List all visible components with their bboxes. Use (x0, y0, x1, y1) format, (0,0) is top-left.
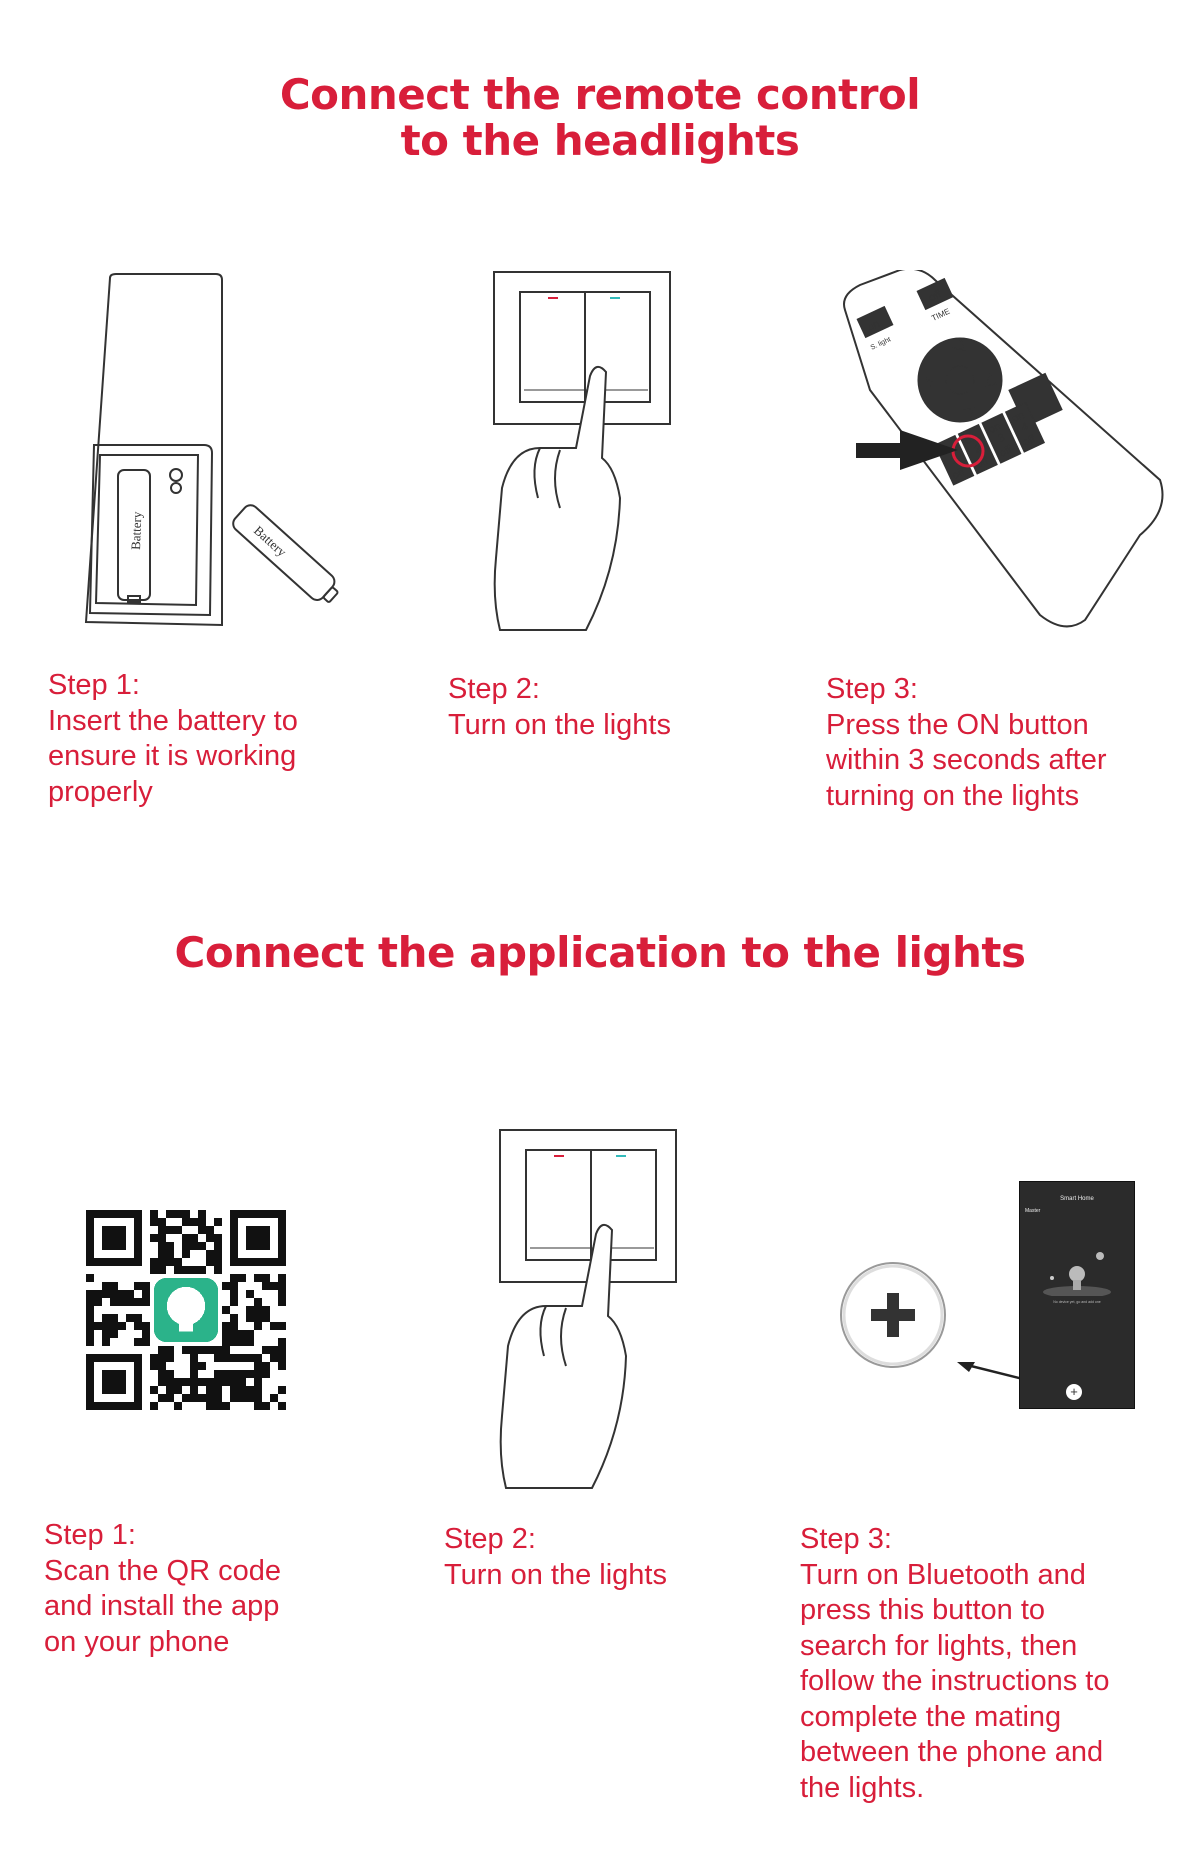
step-label: Step 1: (44, 1519, 136, 1551)
section1-title: Connect the remote control to the headli… (0, 72, 1200, 164)
phone-tab: Master (1025, 1208, 1041, 1214)
svg-text:on: on (866, 318, 882, 334)
phone-title: Smart Home (1060, 1196, 1094, 1202)
step-label: Step 3: (800, 1523, 892, 1555)
section1-step-3: Step 3: Press the ON button within 3 sec… (826, 672, 1106, 814)
svg-text:off: off (974, 454, 991, 470)
step-text: properly (48, 775, 153, 808)
step-text: Turn on the lights (448, 708, 671, 741)
section2-step-2: Step 2: Turn on the lights (444, 1522, 667, 1593)
step-text: on your phone (44, 1625, 230, 1658)
svg-text:off: off (998, 443, 1015, 459)
svg-text:off: off (950, 465, 967, 481)
svg-text:off: off (927, 288, 944, 304)
step-text: and install the app (44, 1590, 280, 1622)
step-label: Step 3: (826, 673, 918, 705)
svg-text:2: 2 (973, 443, 984, 456)
phone-screen: Smart Home Master No device yet, go and … (1019, 1181, 1135, 1409)
section1-step-1: Step 1: Insert the battery to ensure it … (48, 668, 298, 810)
svg-text:1: 1 (949, 454, 960, 467)
step-text: between the phone and (800, 1736, 1104, 1768)
title-line: Connect the application to the lights (174, 928, 1026, 977)
qr-code[interactable] (86, 1210, 286, 1410)
phone-empty-text: No device yet, go and add one (1053, 1300, 1101, 1304)
step-text: Turn on Bluetooth and (800, 1558, 1086, 1591)
title-line: Connect the remote control (279, 70, 921, 119)
step-text: Press the ON button (826, 708, 1089, 741)
step-text: press this button to (800, 1594, 1046, 1626)
step-label: Step 1: (48, 669, 140, 701)
step-text: within 3 seconds after (826, 744, 1107, 776)
phone-add-button: + (1066, 1384, 1082, 1400)
svg-text:3: 3 (996, 432, 1007, 445)
svg-text:on: on (1010, 409, 1026, 425)
svg-text:off: off (1021, 432, 1038, 448)
step-text: follow the instructions to (800, 1665, 1110, 1697)
step-text: complete the mating (800, 1700, 1062, 1733)
section2-title: Connect the application to the lights (0, 930, 1200, 976)
svg-text:4: 4 (1020, 421, 1031, 434)
svg-text:on: on (987, 420, 1003, 436)
step-label: Step 2: (444, 1523, 536, 1555)
remote-battery-illustration: Battery Battery (80, 270, 350, 635)
step-text: ensure it is working (48, 740, 297, 772)
step-text: Insert the battery to (48, 704, 298, 737)
section2-step-1: Step 1: Scan the QR code and install the… (44, 1518, 281, 1660)
step-text: turning on the lights (826, 779, 1080, 812)
switch-hand-illustration (496, 1126, 696, 1496)
section1-step-2: Step 2: Turn on the lights (448, 672, 671, 743)
step-text: search for lights, then (800, 1629, 1078, 1662)
svg-text:Battery: Battery (128, 511, 144, 550)
step-text: Turn on the lights (444, 1558, 667, 1591)
step-text: the lights. (800, 1771, 925, 1804)
step-text: Scan the QR code (44, 1554, 281, 1587)
step-label: Step 2: (448, 673, 540, 705)
section2-step-3: Step 3: Turn on Bluetooth and press this… (800, 1522, 1109, 1806)
add-device-button-illustration (838, 1260, 948, 1370)
switch-hand-illustration (490, 268, 690, 638)
title-line: to the headlights (400, 116, 800, 165)
